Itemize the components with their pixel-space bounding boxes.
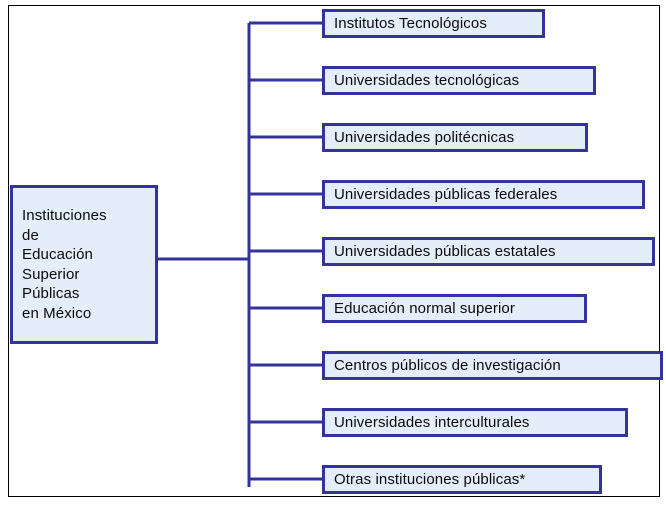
node-centros-publicos-de-investigacion[interactable]: Centros públicos de investigación — [322, 351, 663, 380]
node-label: Universidades públicas federales — [334, 185, 558, 203]
node-universidades-tecnologicas[interactable]: Universidades tecnológicas — [322, 66, 596, 95]
root-node-label: Instituciones de Educación Superior Públ… — [22, 207, 107, 322]
node-universidades-interculturales[interactable]: Universidades interculturales — [322, 408, 628, 437]
node-institutos-tecnologicos[interactable]: Institutos Tecnológicos — [322, 9, 545, 38]
node-label: Centros públicos de investigación — [334, 356, 561, 374]
root-node[interactable]: Instituciones de Educación Superior Públ… — [10, 185, 158, 344]
node-label: Universidades politécnicas — [334, 128, 515, 146]
node-educacion-normal-superior[interactable]: Educación normal superior — [322, 294, 587, 323]
node-label: Universidades públicas estatales — [334, 242, 556, 260]
node-label: Universidades interculturales — [334, 413, 530, 431]
node-universidades-publicas-estatales[interactable]: Universidades públicas estatales — [322, 237, 655, 266]
node-universidades-publicas-federales[interactable]: Universidades públicas federales — [322, 180, 645, 209]
node-label: Educación normal superior — [334, 299, 515, 317]
node-universidades-politecnicas[interactable]: Universidades politécnicas — [322, 123, 588, 152]
node-label: Institutos Tecnológicos — [334, 14, 487, 32]
node-label: Otras instituciones públicas* — [334, 470, 526, 488]
node-otras-instituciones-publicas[interactable]: Otras instituciones públicas* — [322, 465, 602, 494]
node-label: Universidades tecnológicas — [334, 71, 520, 89]
